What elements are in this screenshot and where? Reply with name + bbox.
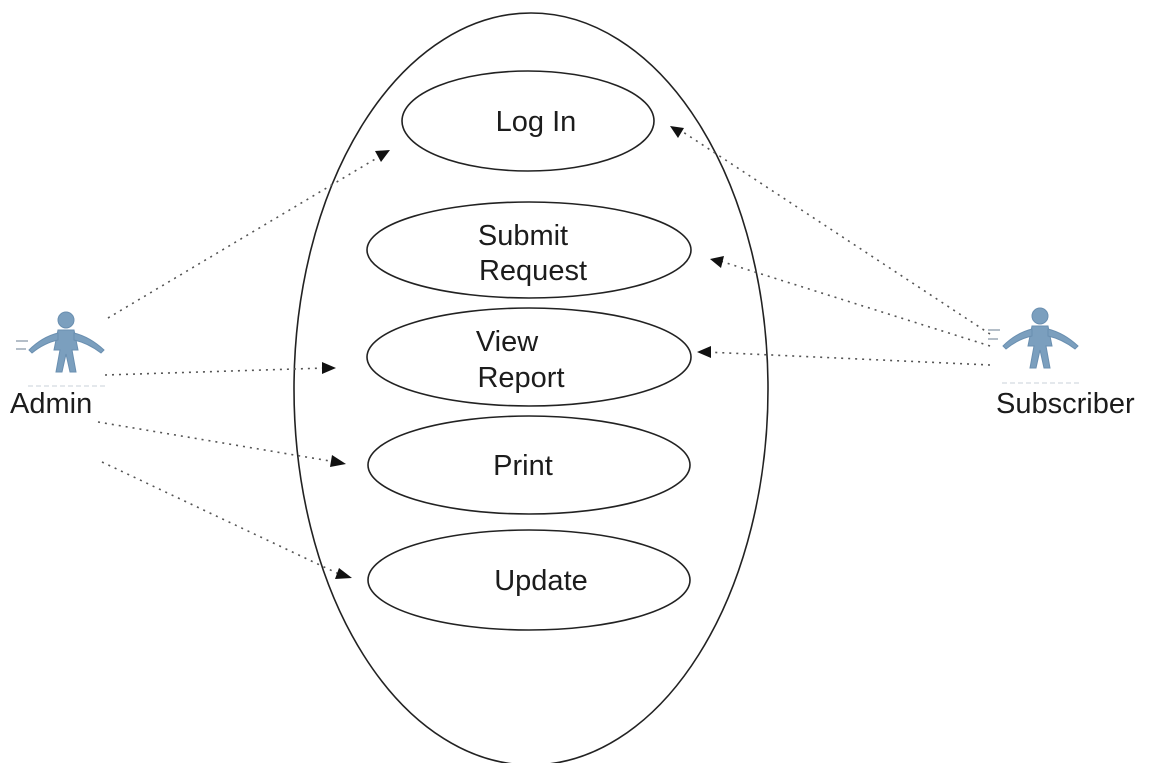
use-case-view-report-label-line2: Report xyxy=(477,362,564,394)
actor-admin-label: Admin xyxy=(10,388,92,420)
association-admin-login xyxy=(107,154,383,319)
use-case-submit-request: Submit Request xyxy=(366,201,692,299)
use-case-print-shape xyxy=(367,415,691,515)
use-case-login: Log In xyxy=(401,70,655,172)
association-subscriber-login xyxy=(679,129,991,335)
arrowheads xyxy=(322,126,724,579)
actor-subscriber-label: Subscriber xyxy=(996,388,1135,420)
use-case-update-shape xyxy=(367,529,691,631)
use-case-print-label: Print xyxy=(493,450,553,482)
actor-subscriber-figure-icon xyxy=(988,307,1082,384)
use-case-submit-request-shape xyxy=(366,201,692,299)
use-case-login-shape xyxy=(401,70,655,172)
use-case-view-report-shape xyxy=(366,307,692,407)
use-case-print: Print xyxy=(367,415,691,515)
association-subscriber-submit-request xyxy=(719,260,991,347)
association-admin-view-report xyxy=(104,367,327,376)
system-boundary xyxy=(293,12,769,763)
use-case-submit-request-label-line2: Request xyxy=(479,255,587,287)
use-case-view-report: View Report xyxy=(366,307,692,407)
use-case-view-report-label-line1: View xyxy=(476,326,539,358)
arrowhead-subscriber-login xyxy=(670,126,684,138)
use-case-update: Update xyxy=(367,529,691,631)
association-admin-print xyxy=(97,421,337,463)
actor-subscriber: Subscriber xyxy=(988,307,1135,420)
use-case-update-label: Update xyxy=(494,565,588,597)
arrowhead-admin-view-report xyxy=(322,362,336,374)
arrowhead-subscriber-view-report xyxy=(697,346,711,358)
arrowhead-admin-update xyxy=(335,568,352,579)
arrowhead-admin-login xyxy=(375,150,390,162)
actor-admin: Admin xyxy=(10,311,108,420)
associations xyxy=(97,129,991,576)
association-subscriber-view-report xyxy=(705,351,991,366)
arrowhead-admin-print xyxy=(330,455,346,467)
arrowhead-subscriber-submit-request xyxy=(710,256,724,268)
association-admin-update xyxy=(101,461,342,576)
use-case-submit-request-label-line1: Submit xyxy=(478,220,568,252)
use-case-login-label: Log In xyxy=(496,106,577,138)
actor-admin-figure-icon xyxy=(16,311,108,387)
